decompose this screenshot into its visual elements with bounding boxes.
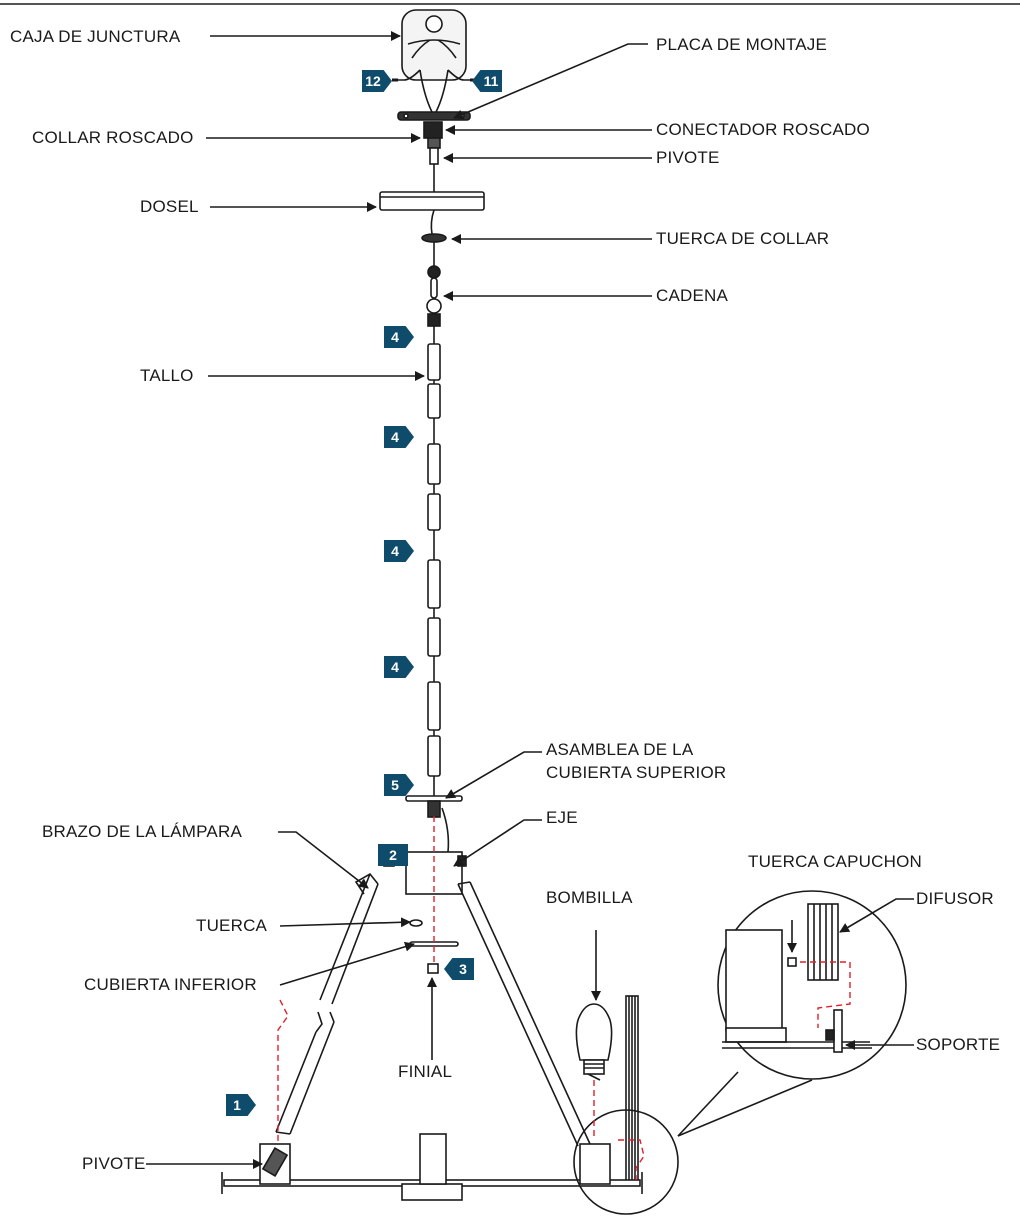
label-brazo-de-la-lampara: BRAZO DE LA LÁMPARA — [42, 822, 242, 841]
label-bombilla: BOMBILLA — [546, 888, 633, 907]
detail-magnifier-small — [573, 1109, 679, 1215]
label-dosel: DOSEL — [140, 197, 199, 216]
detail-inset — [717, 890, 907, 1080]
label-finial: FINIAL — [398, 1062, 453, 1081]
diffuser — [625, 995, 639, 1183]
pivot-top — [429, 147, 439, 165]
step-badge-1: 1 — [226, 1094, 256, 1116]
label-asamblea-line1: ASAMBLEA DE LA — [546, 740, 694, 759]
wire-left — [398, 69, 433, 113]
junction-box — [401, 9, 467, 81]
wire-right — [435, 69, 470, 113]
collar-nut — [421, 233, 447, 243]
label-pivote-bottom: PIVOTE — [82, 1154, 146, 1173]
label-eje: EJE — [546, 808, 578, 827]
step-badge-4d: 4 — [384, 656, 414, 678]
bulb — [575, 1003, 613, 1081]
base-frame — [221, 1133, 643, 1201]
label-placa-de-montaje: PLACA DE MONTAJE — [656, 35, 828, 54]
label-pivote-top: PIVOTE — [656, 148, 720, 167]
label-tallo: TALLO — [140, 366, 194, 385]
top-cover-assembly — [405, 795, 463, 818]
stem-segments — [427, 343, 441, 777]
label-tuerca-de-collar: TUERCA DE COLLAR — [656, 229, 830, 248]
threaded-connector — [427, 137, 441, 149]
step-badge-3: 3 — [444, 958, 474, 980]
canopy — [379, 191, 485, 211]
label-tuerca: TUERCA — [196, 916, 268, 935]
label-tuerca-capuchon: TUERCA CAPUCHON — [748, 852, 922, 871]
step-badge-12: 12 — [362, 70, 392, 92]
step-badge-4b: 4 — [384, 426, 414, 448]
label-cubierta-inferior: CUBIERTA INFERIOR — [84, 975, 257, 994]
step-badge-11: 11 — [472, 70, 502, 92]
callout-cone-upper — [677, 1071, 739, 1137]
step-badge-5: 5 — [384, 774, 414, 796]
nut — [409, 919, 423, 927]
label-conectador-roscado: CONECTADOR ROSCADO — [656, 120, 870, 139]
callout-cone-lower — [677, 1079, 813, 1137]
label-soporte: SOPORTE — [916, 1035, 1001, 1054]
step-badge-4c: 4 — [384, 540, 414, 562]
label-cadena: CADENA — [656, 286, 729, 305]
finial — [427, 963, 439, 974]
lamp-arm-left — [275, 872, 379, 1135]
label-difusor: DIFUSOR — [916, 889, 994, 908]
lower-cover — [409, 941, 459, 947]
mounting-plate — [397, 111, 471, 121]
label-collar-roscado: COLLAR ROSCADO — [32, 128, 194, 147]
step-badge-4a: 4 — [384, 326, 414, 348]
lamp-arm-right — [457, 881, 591, 1147]
label-asamblea-line2: CUBIERTA SUPERIOR — [546, 763, 727, 782]
chain — [426, 265, 442, 327]
step-badge-2: 2 — [378, 844, 408, 866]
threaded-collar — [423, 121, 443, 139]
label-caja-de-junctura: CAJA DE JUNCTURA — [10, 27, 181, 46]
